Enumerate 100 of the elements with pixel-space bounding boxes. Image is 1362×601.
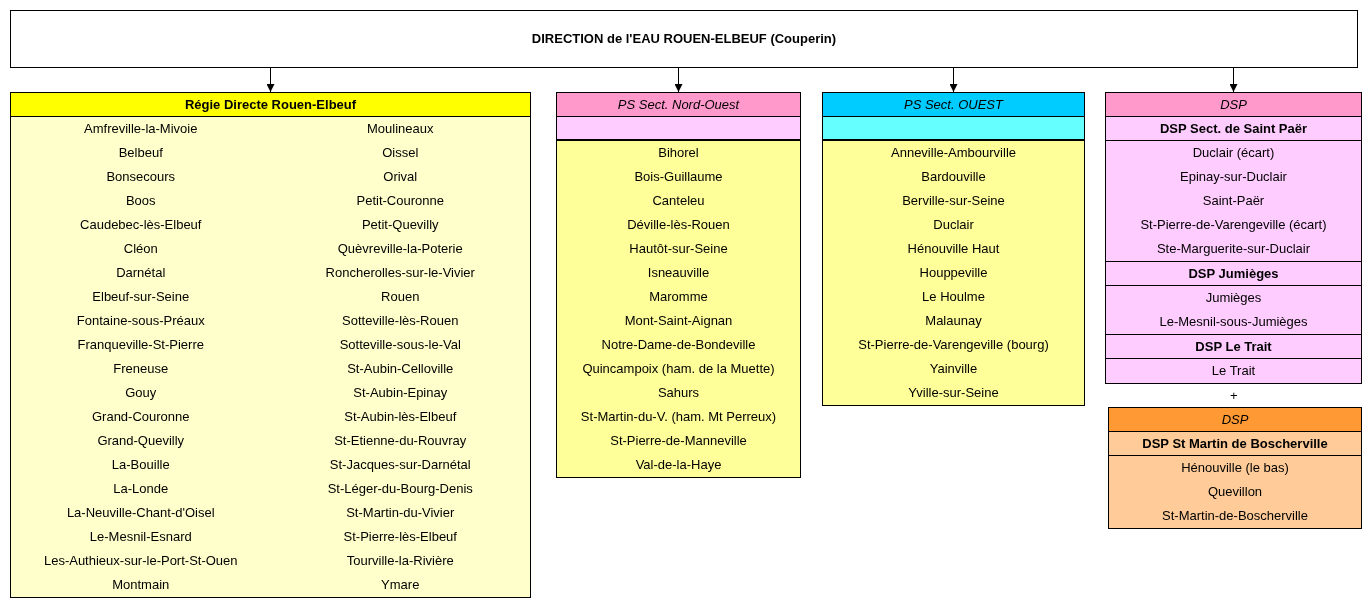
town-name: Le-Mesnil-sous-Jumièges xyxy=(1158,313,1309,331)
arrow xyxy=(674,67,683,93)
arrow xyxy=(1229,67,1238,93)
town-name: Petit-Couronne xyxy=(355,192,445,210)
town-name: Hénouville (le bas) xyxy=(1180,459,1290,477)
town-name: Rouen xyxy=(380,288,421,306)
section-heading: DSP St Martin de Boscherville xyxy=(1109,432,1361,456)
town-name: Duclair xyxy=(932,216,975,234)
town-name: Hénouville Haut xyxy=(906,240,1001,258)
town-name: Darnétal xyxy=(115,264,167,282)
town-name: Isneauville xyxy=(646,264,711,282)
town-name: Malaunay xyxy=(924,312,983,330)
town-name: Berville-sur-Seine xyxy=(901,192,1006,210)
town-name: Grand-Couronne xyxy=(90,408,191,426)
town-name: Hautôt-sur-Seine xyxy=(628,240,729,258)
town-name: Belbeuf xyxy=(117,144,164,162)
column-panel xyxy=(822,92,1085,406)
town-name: Bonsecours xyxy=(105,168,177,186)
town-name: Jumièges xyxy=(1204,289,1263,307)
town-name: Ymare xyxy=(380,576,421,594)
town-name: Bihorel xyxy=(657,144,700,162)
section-panel xyxy=(1109,432,1361,528)
town-name: Quèvreville-la-Poterie xyxy=(336,240,464,258)
section-panel xyxy=(1106,262,1361,335)
column-heading: PS Sect. OUEST xyxy=(823,93,1084,117)
arrow xyxy=(266,67,275,93)
section-panel xyxy=(1106,335,1361,383)
town-name: Le Trait xyxy=(1210,362,1257,380)
column-panel xyxy=(1108,407,1362,529)
town-name: Tourville-la-Rivière xyxy=(345,552,455,570)
town-name: Freneuse xyxy=(112,360,170,378)
town-name: Yainville xyxy=(928,360,979,378)
town-name: Mont-Saint-Aignan xyxy=(623,312,734,330)
town-name: Quevillon xyxy=(1206,483,1264,501)
plus-sign: + xyxy=(1230,387,1238,405)
town-name: St-Pierre-lès-Elbeuf xyxy=(342,528,458,546)
town-name: Elbeuf-sur-Seine xyxy=(91,288,191,306)
town-name: Maromme xyxy=(648,288,709,306)
column-heading: DSP xyxy=(1106,93,1361,117)
town-name: Sahurs xyxy=(656,384,701,402)
town-name: La-Londe xyxy=(112,480,170,498)
town-name: St-Pierre-de-Varengeville (bourg) xyxy=(857,336,1050,354)
column-heading: Régie Directe Rouen-Elbeuf xyxy=(11,93,530,117)
town-name: Moulineaux xyxy=(366,120,435,138)
section-heading: DSP Sect. de Saint Paër xyxy=(1106,117,1361,141)
town-name: St-Martin-de-Boscherville xyxy=(1161,507,1309,525)
town-name: Notre-Dame-de-Bondeville xyxy=(600,336,757,354)
town-name: Le-Mesnil-Esnard xyxy=(88,528,193,546)
section-band xyxy=(557,117,800,141)
town-name: Duclair (écart) xyxy=(1191,144,1276,162)
column-panel xyxy=(1105,92,1362,384)
town-name: St-Aubin-lès-Elbeuf xyxy=(343,408,458,426)
town-name: Montmain xyxy=(111,576,171,594)
town-name: Caudebec-lès-Elbeuf xyxy=(79,216,203,234)
town-name: Epinay-sur-Duclair xyxy=(1179,168,1288,186)
town-name: Sotteville-sous-le-Val xyxy=(338,336,462,354)
town-name: La-Neuville-Chant-d'Oisel xyxy=(65,504,216,522)
town-name: Fontaine-sous-Préaux xyxy=(75,312,206,330)
section-band xyxy=(823,117,1084,141)
town-name: Gouy xyxy=(124,384,158,402)
town-name: Orival xyxy=(382,168,419,186)
town-name: St-Pierre-de-Varengeville (écart) xyxy=(1139,216,1328,234)
column-heading: PS Sect. Nord-Ouest xyxy=(557,93,800,117)
town-name: St-Aubin-Epinay xyxy=(352,384,449,402)
town-name: St-Martin-du-V. (ham. Mt Perreux) xyxy=(579,408,778,426)
town-name: Ste-Marguerite-sur-Duclair xyxy=(1155,240,1312,258)
section-heading: DSP Jumièges xyxy=(1106,262,1361,286)
town-name: Yville-sur-Seine xyxy=(907,384,1000,402)
town-name: Quincampoix (ham. de la Muette) xyxy=(581,360,776,378)
town-name: Petit-Quevilly xyxy=(360,216,440,234)
town-name: St-Aubin-Celloville xyxy=(346,360,455,378)
town-name: St-Martin-du-Vivier xyxy=(345,504,456,522)
town-name: St-Etienne-du-Rouvray xyxy=(333,432,468,450)
column-heading: DSP xyxy=(1109,408,1361,432)
town-name: Val-de-la-Haye xyxy=(634,456,723,474)
town-name: Saint-Paër xyxy=(1201,192,1266,210)
town-name: Canteleu xyxy=(651,192,706,210)
arrow xyxy=(949,67,958,93)
town-name: Roncherolles-sur-le-Vivier xyxy=(324,264,476,282)
town-name: La-Bouille xyxy=(110,456,171,474)
town-name: Boos xyxy=(124,192,157,210)
town-name: Amfreville-la-Mivoie xyxy=(83,120,199,138)
town-name: St-Jacques-sur-Darnétal xyxy=(328,456,472,474)
town-name: Anneville-Ambourville xyxy=(890,144,1017,162)
town-name: Sotteville-lès-Rouen xyxy=(341,312,460,330)
town-name: Oissel xyxy=(381,144,420,162)
town-name: Cléon xyxy=(122,240,159,258)
town-name: Grand-Quevilly xyxy=(96,432,186,450)
section-heading: DSP Le Trait xyxy=(1106,335,1361,359)
town-name: Houppeville xyxy=(918,264,989,282)
town-name: Déville-lès-Rouen xyxy=(626,216,731,234)
section-panel xyxy=(1106,117,1361,262)
town-list xyxy=(823,141,1084,405)
town-name: Bois-Guillaume xyxy=(633,168,724,186)
town-name: St-Pierre-de-Manneville xyxy=(609,432,748,450)
town-name: Franqueville-St-Pierre xyxy=(76,336,205,354)
town-name: Les-Authieux-sur-le-Port-St-Ouen xyxy=(42,552,239,570)
town-name: Bardouville xyxy=(920,168,987,186)
column-panel xyxy=(10,92,531,598)
header-box: DIRECTION de l'EAU ROUEN-ELBEUF (Couperin) xyxy=(10,10,1358,68)
